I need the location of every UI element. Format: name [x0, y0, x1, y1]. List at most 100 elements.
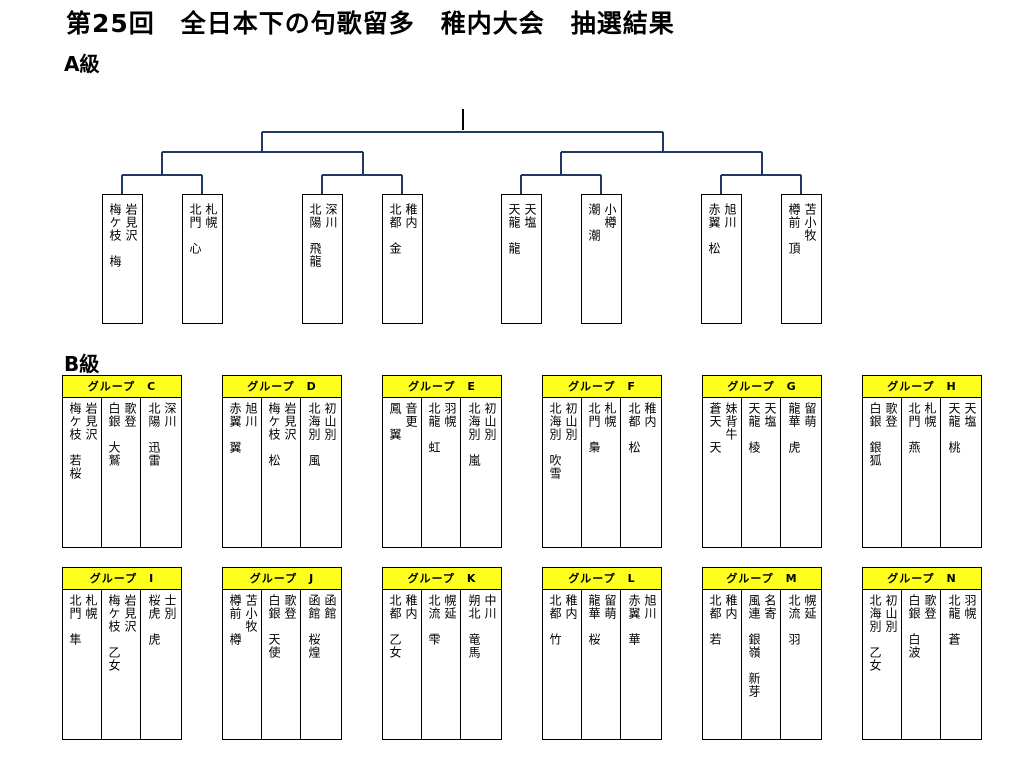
team-name: 龍華 虎 — [787, 402, 801, 454]
a-class-team-box: 深川 北陽 飛龍 — [302, 194, 343, 324]
a-class-team-box: 苫小牧 樽前 頂 — [781, 194, 822, 324]
team-region: 旭川 — [643, 594, 657, 620]
team-name: 梅ケ枝 若桜 — [68, 402, 82, 480]
group-team: 中川 朔北 竜馬 — [462, 590, 501, 739]
team-name: 北都 乙女 — [388, 594, 402, 659]
group-i: グループ I 札幌 北門 隼 岩見沢 梅ケ枝 乙女 士別 桜虎 虎 — [62, 567, 182, 740]
team-region: 札幌 — [84, 594, 98, 620]
group-team: 稚内 北都 乙女 — [383, 590, 422, 739]
team-region: 岩見沢 — [283, 402, 297, 441]
group-body: 初山別 北海別 乙女 歌登 白銀 白波 羽幌 北龍 蒼 — [863, 590, 981, 739]
group-team: 岩見沢 梅ケ枝 若桜 — [63, 398, 102, 547]
group-team: 羽幌 北龍 蒼 — [942, 590, 981, 739]
group-body: 札幌 北門 隼 岩見沢 梅ケ枝 乙女 士別 桜虎 虎 — [63, 590, 181, 739]
group-header: グループ E — [383, 376, 501, 398]
team-name: 北門 隼 — [68, 594, 82, 646]
group-team: 歌登 白銀 大鷲 — [102, 398, 141, 547]
team-region: 深川 — [324, 203, 338, 229]
group-team: 天塩 天龍 棱 — [742, 398, 781, 547]
group-header: グループ G — [703, 376, 821, 398]
team-name: 桜虎 虎 — [147, 594, 161, 646]
team-region: 稚内 — [643, 402, 657, 428]
team-region: 初山別 — [323, 402, 337, 441]
team-region: 歌登 — [923, 594, 937, 620]
team-region: 苫小牧 — [244, 594, 258, 633]
group-team: 留萌 龍華 虎 — [782, 398, 821, 547]
team-name: 赤翼 華 — [627, 594, 641, 646]
team-region: 音更 — [404, 402, 418, 428]
team-region: 稚内 — [404, 203, 418, 229]
team-region: 妹背牛 — [724, 402, 738, 441]
team-region: 稚内 — [724, 594, 738, 620]
team-region: 岩見沢 — [124, 203, 138, 242]
team-region: 旭川 — [244, 402, 258, 428]
group-header: グループ K — [383, 568, 501, 590]
group-body: 岩見沢 梅ケ枝 若桜 歌登 白銀 大鷲 深川 北陽 迅雷 — [63, 398, 181, 547]
group-header: グループ L — [543, 568, 661, 590]
team-region: 苫小牧 — [803, 203, 817, 242]
group-team: 旭川 赤翼 華 — [622, 590, 661, 739]
group-team: 妹背牛 蒼天 天 — [703, 398, 742, 547]
group-team: 稚内 北都 竹 — [543, 590, 582, 739]
group-team: 音更 鳳 翼 — [383, 398, 422, 547]
group-team: 幌延 北流 雫 — [422, 590, 461, 739]
team-name: 天龍 龍 — [507, 203, 521, 255]
team-name: 白銀 白波 — [907, 594, 921, 659]
team-name: 北陽 迅雷 — [147, 402, 161, 467]
team-region: 羽幌 — [443, 402, 457, 428]
team-name: 北海別 風 — [307, 402, 321, 467]
team-name: 樽前 頂 — [787, 203, 801, 255]
a-class-team-box: 稚内 北都 金 — [382, 194, 423, 324]
a-class-team-box: 天塩 天龍 龍 — [501, 194, 542, 324]
group-team: 苫小牧 樽前 樽 — [223, 590, 262, 739]
group-team: 初山別 北海別 嵐 — [462, 398, 501, 547]
group-team: 歌登 白銀 白波 — [902, 590, 941, 739]
group-m: グループ M 稚内 北都 若 名寄 風連 銀嶺 新芽 幌延 北流 羽 — [702, 567, 822, 740]
group-e: グループ E 音更 鳳 翼 羽幌 北龍 虹 初山別 北海別 嵐 — [382, 375, 502, 548]
team-name: 北海別 吹雪 — [548, 402, 562, 480]
team-name: 北海別 嵐 — [467, 402, 481, 467]
team-name: 天龍 桃 — [947, 402, 961, 454]
team-name: 白銀 天使 — [267, 594, 281, 659]
group-header: グループ F — [543, 376, 661, 398]
team-region: 深川 — [163, 402, 177, 428]
team-region: 函館 — [323, 594, 337, 620]
team-name: 蒼天 天 — [708, 402, 722, 454]
group-team: 岩見沢 梅ケ枝 松 — [262, 398, 301, 547]
group-team: 岩見沢 梅ケ枝 乙女 — [102, 590, 141, 739]
group-team: 歌登 白銀 天使 — [262, 590, 301, 739]
team-name: 北都 松 — [627, 402, 641, 454]
group-team: 札幌 北門 隼 — [63, 590, 102, 739]
team-name: 白銀 銀狐 — [868, 402, 882, 467]
team-region: 幌延 — [803, 594, 817, 620]
team-name: 北都 竹 — [548, 594, 562, 646]
team-name: 北龍 蒼 — [947, 594, 961, 646]
group-body: 初山別 北海別 吹雪 札幌 北門 梟 稚内 北都 松 — [543, 398, 661, 547]
team-name: 白銀 大鷲 — [107, 402, 121, 467]
group-team: 留萌 龍華 桜 — [582, 590, 621, 739]
team-region: 小樽 — [603, 203, 617, 229]
team-region: 留萌 — [603, 594, 617, 620]
group-body: 稚内 北都 若 名寄 風連 銀嶺 新芽 幌延 北流 羽 — [703, 590, 821, 739]
group-header: グループ H — [863, 376, 981, 398]
group-header: グループ I — [63, 568, 181, 590]
team-region: 留萌 — [803, 402, 817, 428]
group-team: 初山別 北海別 風 — [302, 398, 341, 547]
team-name: 北門 心 — [188, 203, 202, 255]
group-body: 苫小牧 樽前 樽 歌登 白銀 天使 函館 函館 桜煌 — [223, 590, 341, 739]
b-class-label: B級 — [64, 352, 100, 376]
team-region: 初山別 — [884, 594, 898, 633]
team-region: 歌登 — [884, 402, 898, 428]
team-region: 歌登 — [283, 594, 297, 620]
group-team: 初山別 北海別 吹雪 — [543, 398, 582, 547]
group-team: 深川 北陽 迅雷 — [142, 398, 181, 547]
group-team: 名寄 風連 銀嶺 新芽 — [742, 590, 781, 739]
team-name: 朔北 竜馬 — [467, 594, 481, 659]
a-class-label: A級 — [64, 52, 100, 76]
group-g: グループ G 妹背牛 蒼天 天 天塩 天龍 棱 留萌 龍華 虎 — [702, 375, 822, 548]
team-name: 龍華 桜 — [587, 594, 601, 646]
group-team: 札幌 北門 梟 — [582, 398, 621, 547]
team-region: 岩見沢 — [123, 594, 137, 633]
team-region: 札幌 — [603, 402, 617, 428]
team-region: 天塩 — [523, 203, 537, 229]
